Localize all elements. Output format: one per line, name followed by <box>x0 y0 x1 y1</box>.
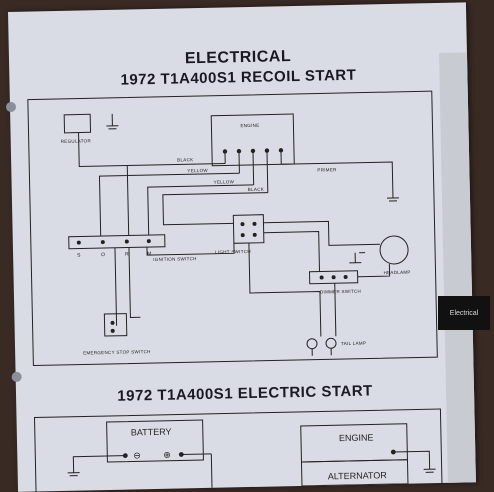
electric-wiring-diagram: BATTERY ⊖ ⊕ ENGINE ALTERNATOR <box>32 407 444 492</box>
engine-label-electric: ENGINE <box>339 432 374 443</box>
ign-term-m: M <box>147 251 151 257</box>
ign-term-r: R <box>125 252 129 258</box>
battery-positive-icon: ⊕ <box>163 450 171 460</box>
alternator-label: ALTERNATOR <box>328 470 388 481</box>
manual-page: ELECTRICAL 1972 T1A400S1 RECOIL START <box>8 2 476 491</box>
wire-black-label: BLACK <box>177 157 193 162</box>
page-curl <box>439 52 476 482</box>
engine-label: ENGINE <box>240 123 259 128</box>
ign-term-o: O <box>101 252 105 258</box>
binder-hole <box>12 372 22 382</box>
wire-yellow-label-2: YELLOW <box>214 179 235 184</box>
regulator-label: REGULATOR <box>61 138 92 144</box>
wire-yellow-label: YELLOW <box>187 168 208 173</box>
tail-lamp-label: TAIL LAMP <box>341 341 366 347</box>
battery-label: BATTERY <box>131 427 172 438</box>
ign-term-s: S <box>77 253 81 259</box>
electric-start-title: 1972 T1A400S1 ELECTRIC START <box>16 380 474 407</box>
battery-negative-icon: ⊖ <box>133 450 141 460</box>
headlamp-label: HEADLAMP <box>383 270 410 276</box>
emergency-stop-label: EMERGENCY STOP SWITCH <box>83 349 151 355</box>
ignition-switch-label: IGNITION SWITCH <box>153 256 197 262</box>
binder-hole <box>6 102 16 112</box>
primer-label: PRIMER <box>317 167 337 172</box>
recoil-wiring-diagram: REGULATOR ENGINE BLACK YELLOW YELLOW BLA… <box>26 89 442 368</box>
dimmer-switch-label: DIMMER SWITCH <box>320 289 361 295</box>
light-switch-label: LIGHT SWITCH <box>215 249 251 255</box>
section-tab-electrical[interactable]: Electrical <box>438 296 490 330</box>
wire-black-label-2: BLACK <box>248 187 264 192</box>
